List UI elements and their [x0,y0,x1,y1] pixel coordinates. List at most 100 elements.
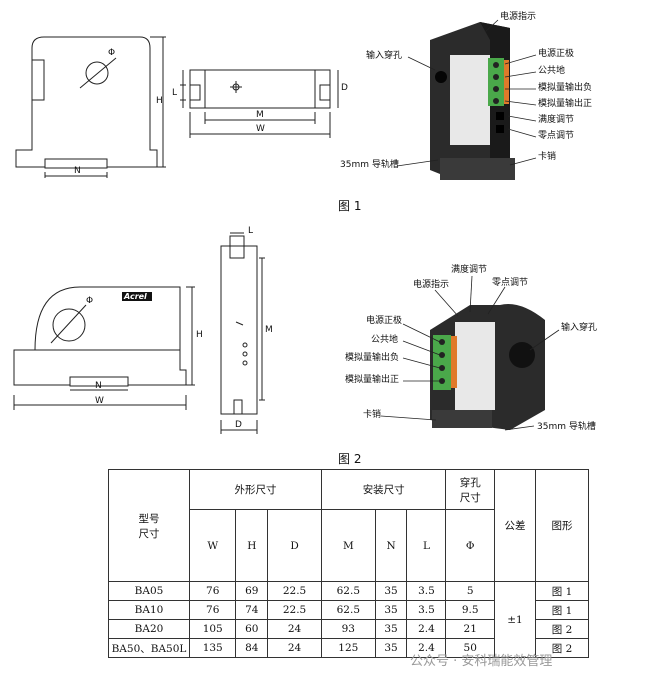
cell-n: 35 [374,619,408,639]
cell-phi: 5 [445,581,495,601]
sub-phi: Φ [445,509,495,582]
fig2-dim-d: D [235,420,242,430]
cell-fig: 图 2 [535,619,589,639]
fig2-dim-n: N [95,381,102,391]
fig1-label-input-hole: 输入穿孔 [366,51,403,61]
fig1-dim-m: M [256,110,264,120]
fig1-label-clip: 卡销 [538,152,557,162]
header-figure: 图形 [535,469,589,582]
fig1-front-outline [15,36,158,168]
header-outline: 外形尺寸 [189,469,322,510]
cell-d: 24 [267,638,322,658]
fig2-side-body [220,245,258,415]
cell-w: 135 [188,638,237,658]
fig2-brand: Acrel [124,292,147,301]
cell-model: BA50、BA50L [108,638,190,658]
fig1-device-photo [430,22,515,180]
fig1-front-tab [31,59,45,101]
fig1-label-common-ground: 公共地 [538,66,566,76]
fig2-label-zero-adj: 零点调节 [492,278,529,288]
cell-fig: 图 1 [535,581,589,601]
fig2-brand-plate [122,292,152,301]
sub-h: H [235,509,269,582]
header-hole: 穿孔 尺寸 [445,469,495,510]
table-row: BA20 105 60 24 93 35 2.4 21 图 2 [108,619,589,639]
cell-n: 35 [374,600,408,620]
cell-l: 2.4 [406,638,447,658]
header-size: 尺寸 [138,527,160,540]
sub-m: M [320,509,376,582]
fig2-dim-l: L [248,226,254,236]
fig2-label-power-positive: 电源正极 [366,316,403,326]
figure2-caption: 图 2 [338,452,362,466]
table-row: BA50、BA50L 135 84 24 125 35 2.4 50 图 2 [108,638,589,658]
fig2-device-photo [430,304,545,430]
cell-w: 76 [188,581,237,601]
fig2-front-outline [13,286,187,386]
fig2-label-power-indicator: 电源指示 [413,280,450,290]
cell-phi: 50 [445,638,495,658]
fig2-through-hole [52,308,86,342]
header-model: 型号 [138,512,160,525]
cell-phi: 9.5 [445,600,495,620]
cell-n: 35 [374,581,408,601]
fig1-dim-phi: Φ [108,48,116,58]
fig1-label-rail-slot: 35mm 导轨槽 [340,160,399,170]
cell-h: 60 [235,619,269,639]
cell-tolerance: ±1 [494,581,536,658]
fig1-dim-h: H [156,96,163,106]
fig2-label-rail-slot: 35mm 导轨槽 [537,422,596,432]
fig2-label-full-scale-adj: 满度调节 [451,265,488,275]
header-model-size: 型号 尺寸 [108,469,190,582]
fig1-rail-clip [44,158,108,169]
fig2-label-clip: 卡销 [363,410,382,420]
fig1-label-power-indicator: 电源指示 [500,12,537,22]
fig1-side-body [189,69,331,109]
fig2-label-analog-out-neg: 模拟量输出负 [345,353,400,363]
cell-w: 76 [188,600,237,620]
sub-l: L [406,509,447,582]
cell-n: 35 [374,638,408,658]
table-row: BA05 76 69 22.5 62.5 35 3.5 5 ±1 图 1 [108,581,589,658]
cell-m: 93 [320,619,376,639]
cell-l: 2.4 [406,619,447,639]
fig2-label-common-ground: 公共地 [371,335,399,345]
cell-h: 84 [235,638,269,658]
header-hole-line2: 尺寸 [459,491,481,504]
fig2-dim-m: M [265,325,273,335]
cell-model: BA20 [108,619,190,639]
cell-h: 69 [235,581,269,601]
header-hole-line1: 穿孔 [459,476,481,489]
header-tolerance: 公差 [494,469,536,582]
fig1-dim-w: W [256,124,265,134]
sub-w: W [188,509,237,582]
cell-phi: 21 [445,619,495,639]
fig2-label-input-hole: 输入穿孔 [561,323,598,333]
cell-m: 62.5 [320,581,376,601]
cell-l: 3.5 [406,581,447,601]
cell-l: 3.5 [406,600,447,620]
dimension-table: 型号 尺寸 外形尺寸 安装尺寸 穿孔 尺寸 公差 图形 W H D M N L … [108,469,589,658]
fig1-through-hole [85,61,109,85]
cell-m: 62.5 [320,600,376,620]
cell-h: 74 [235,600,269,620]
fig2-label-analog-out-pos: 模拟量输出正 [345,375,400,385]
cell-d: 22.5 [267,600,322,620]
fig1-label-analog-out-pos: 模拟量输出正 [538,99,593,109]
fig1-dim-d: D [341,83,348,93]
fig1-label-full-scale-adj: 满度调节 [538,115,575,125]
cell-w: 105 [188,619,237,639]
header-install: 安装尺寸 [320,469,447,510]
fig1-dim-n: N [74,166,81,176]
cell-fig: 图 1 [535,600,589,620]
fig1-label-analog-out-neg: 模拟量输出负 [538,83,593,93]
fig1-dim-l: L [172,88,178,98]
fig2-dim-phi: Φ [86,296,94,306]
fig2-dim-h: H [196,330,203,340]
cell-d: 24 [267,619,322,639]
sub-d: D [267,509,322,582]
fig1-label-zero-adj: 零点调节 [538,131,575,141]
cell-fig: 图 2 [535,638,589,658]
figure1-caption: 图 1 [338,199,362,213]
